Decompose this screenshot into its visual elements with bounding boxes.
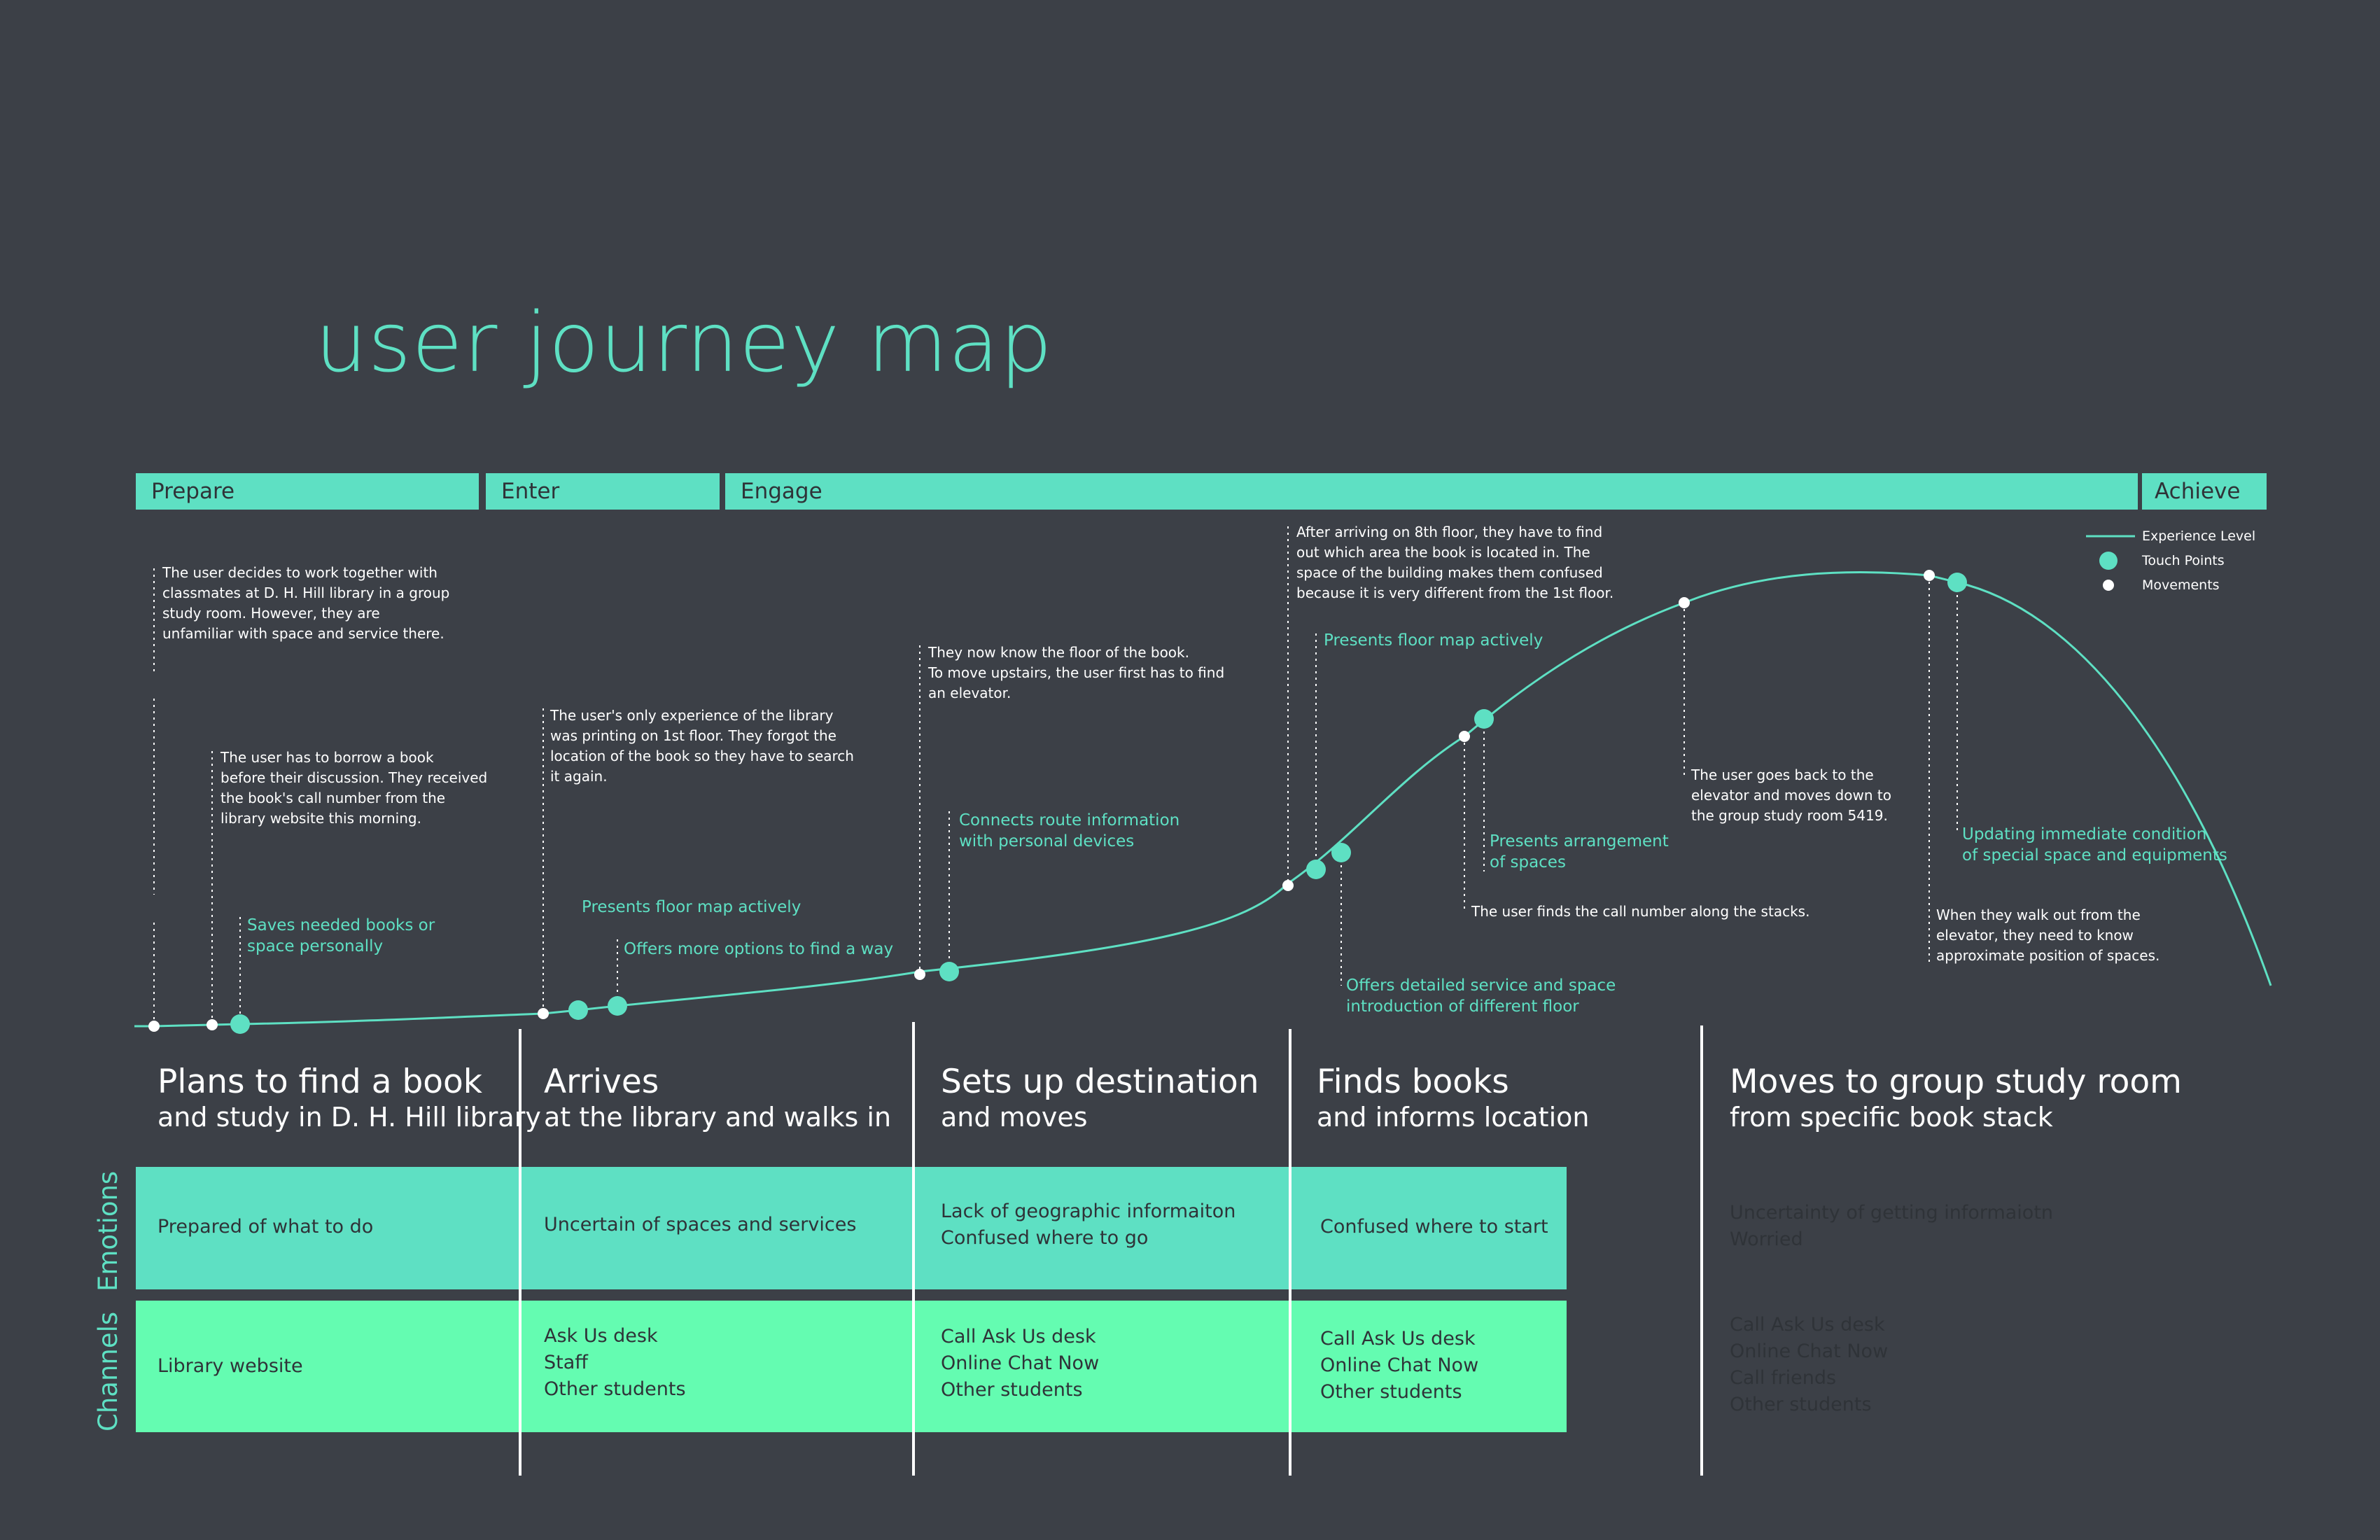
emotion-cell-4: Confused where to start [1320,1216,1548,1238]
stage-3-title: Sets up destination [941,1063,1259,1101]
note-back-to-elevator: The user goes back to the elevator and m… [1691,766,1891,824]
touch-point [1331,843,1351,862]
stage-1-title: Plans to find a book [158,1063,483,1101]
note-arrives: The user's only experience of the librar… [550,707,854,785]
stage-separator [519,1029,522,1476]
movement-point [1679,597,1690,608]
emotion-cell-5: Uncertainty of getting informaiotn Worri… [1730,1202,2054,1250]
emotions-label: Emotions [93,1170,123,1292]
stage-separator [1289,1029,1292,1476]
movement-point [1924,570,1935,581]
legend-movement-label: Movements [2142,578,2220,593]
touch-points [230,573,1967,1034]
note-borrow-book: The user has to borrow a book before the… [220,749,488,827]
channel-cell-2: Ask Us desk Staff Other students [544,1325,686,1400]
legend-touch-label: Touch Points [2142,553,2225,568]
note-walk-out: When they walk out from the elevator, th… [1936,906,2160,964]
note-8th-floor: After arriving on 8th floor, they have t… [1296,524,1614,601]
stage-5-subtitle: from specific book stack [1730,1102,2053,1133]
phase-achieve: Achieve [2142,473,2267,510]
stage-separator [912,1022,915,1476]
phase-engage: Engage [725,473,2138,510]
touchpoint-more-options: Offers more options to find a way [624,940,894,958]
touchpoint-updating-condition: Updating immediate condition of special … [1962,825,2227,864]
stage-4-subtitle: and informs location [1317,1102,1590,1133]
channels-label: Channels [93,1311,123,1432]
channel-cell-4: Call Ask Us desk Online Chat Now Other s… [1320,1328,1479,1403]
note-prepare: The user decides to work together with c… [162,564,450,642]
touch-point [568,1000,588,1020]
emotions-row [136,1167,1567,1289]
emotion-cell-1: Prepared of what to do [158,1216,374,1238]
movement-point [1282,880,1294,891]
stage-3-subtitle: and moves [941,1102,1088,1133]
legend-touch-icon [2099,552,2118,570]
stage-5-title: Moves to group study room [1730,1063,2182,1101]
movement-point [206,1019,218,1030]
note-find-elevator: They now know the floor of the book. To … [928,644,1225,701]
touchpoint-saves-books: Saves needed books or space personally [247,916,435,955]
emotion-cell-2: Uncertain of spaces and services [544,1214,857,1236]
note-finds-call-number: The user finds the call number along the… [1471,903,1810,920]
guide-lines [153,526,1958,1026]
movement-points [148,570,1935,1032]
stage-2-title: Arrives [544,1063,659,1101]
stage-4-title: Finds books [1317,1063,1509,1101]
channels-row [136,1301,1567,1432]
touchpoint-floor-map-entry: Presents floor map actively [582,898,802,916]
emotion-cell-3: Lack of geographic informaiton Confused … [941,1200,1236,1249]
channel-cell-1: Library website [158,1355,303,1377]
movement-point [538,1008,549,1019]
channel-cell-5: Call Ask Us desk Online Chat Now Call fr… [1730,1314,1889,1415]
touchpoint-route-info: Connects route information with personal… [959,811,1180,850]
movement-point [914,969,925,980]
phase-enter: Enter [486,473,720,510]
touch-point [939,962,959,981]
stage-2-subtitle: at the library and walks in [544,1102,892,1133]
touchpoint-floor-map-8th: Presents floor map actively [1324,631,1544,650]
movement-point [148,1021,160,1032]
movement-point [1459,731,1470,742]
stage-1-subtitle: and study in D. H. Hill library [158,1102,541,1133]
touch-point [608,996,627,1016]
legend-movement-icon [2103,580,2114,591]
stage-separator [1700,1026,1703,1476]
phase-prepare: Prepare [136,473,479,510]
touch-point [1306,860,1326,879]
touchpoint-detailed-service: Offers detailed service and space introd… [1346,976,1616,1016]
touch-point [1947,573,1967,592]
channel-cell-3: Call Ask Us desk Online Chat Now Other s… [941,1326,1100,1401]
touch-point [1474,709,1494,729]
touch-point [230,1014,250,1034]
page-title: user journey map [315,294,1053,391]
legend-experience-label: Experience Level [2142,528,2256,544]
touchpoint-arrangement: Presents arrangement of spaces [1490,832,1669,872]
